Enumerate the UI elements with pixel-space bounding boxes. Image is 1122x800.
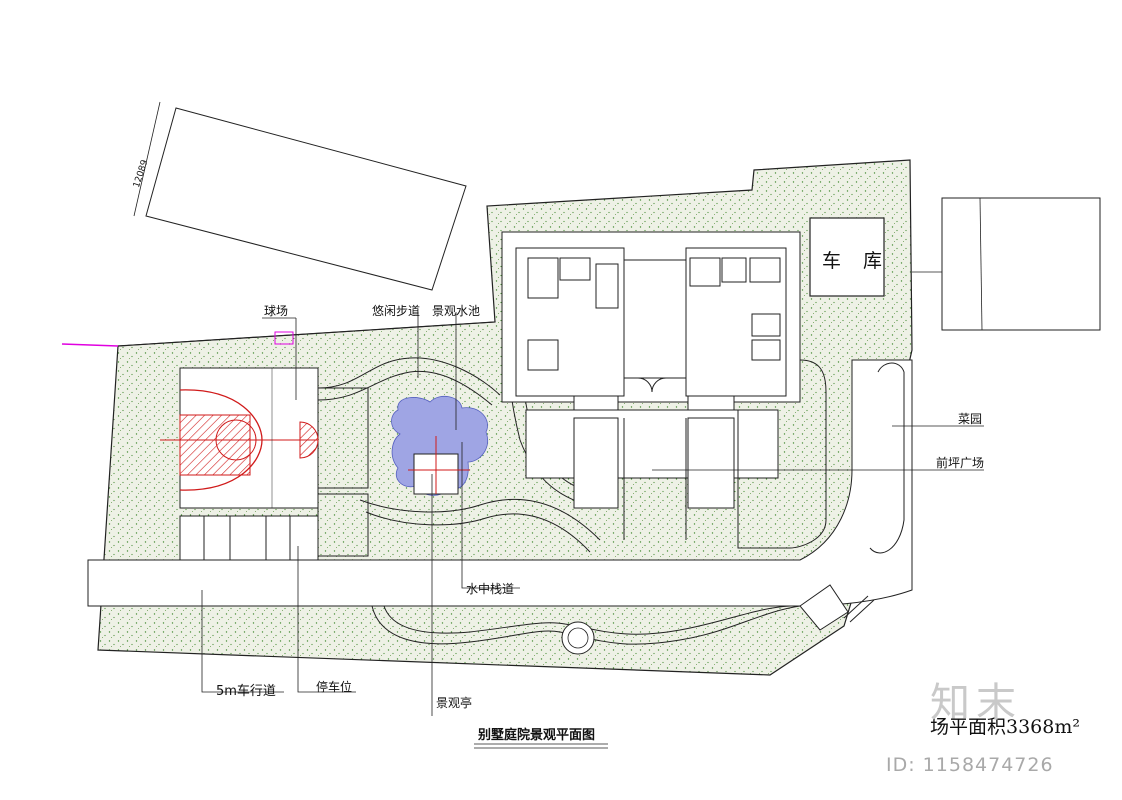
site-area: 场平面积3368m² bbox=[930, 716, 1080, 738]
watermark-logo: 知末 bbox=[930, 680, 1022, 726]
watermark-id: ID: 1158474726 bbox=[886, 754, 1054, 776]
label-vegetable-garden: 菜园 bbox=[958, 412, 983, 426]
label-boardwalk: 水中栈道 bbox=[466, 582, 515, 596]
round-feature bbox=[561, 621, 595, 655]
label-court: 球场 bbox=[264, 304, 289, 318]
leader-lines bbox=[201, 312, 984, 749]
label-driveway: 5m车行道 bbox=[216, 684, 276, 699]
gate bbox=[799, 584, 875, 631]
label-front-plaza: 前坪广场 bbox=[936, 456, 985, 470]
label-pavilion: 景观亭 bbox=[436, 696, 473, 710]
label-parking: 停车位 bbox=[316, 680, 353, 694]
basketball-court bbox=[160, 331, 319, 509]
garage-building bbox=[809, 217, 885, 297]
label-pond: 景观水池 bbox=[432, 304, 481, 318]
neighbor-plot-right bbox=[912, 197, 1101, 331]
lawn-islands bbox=[737, 359, 905, 554]
label-garage: 车 库 bbox=[822, 250, 891, 272]
parking-spaces bbox=[179, 515, 319, 561]
pavilion bbox=[408, 436, 470, 495]
villa-building bbox=[501, 231, 801, 540]
label-walking-path: 悠闲步道 bbox=[372, 304, 421, 318]
drawing-title: 别墅庭院景观平面图 bbox=[478, 728, 596, 743]
neighbor-plot-left bbox=[133, 101, 467, 291]
